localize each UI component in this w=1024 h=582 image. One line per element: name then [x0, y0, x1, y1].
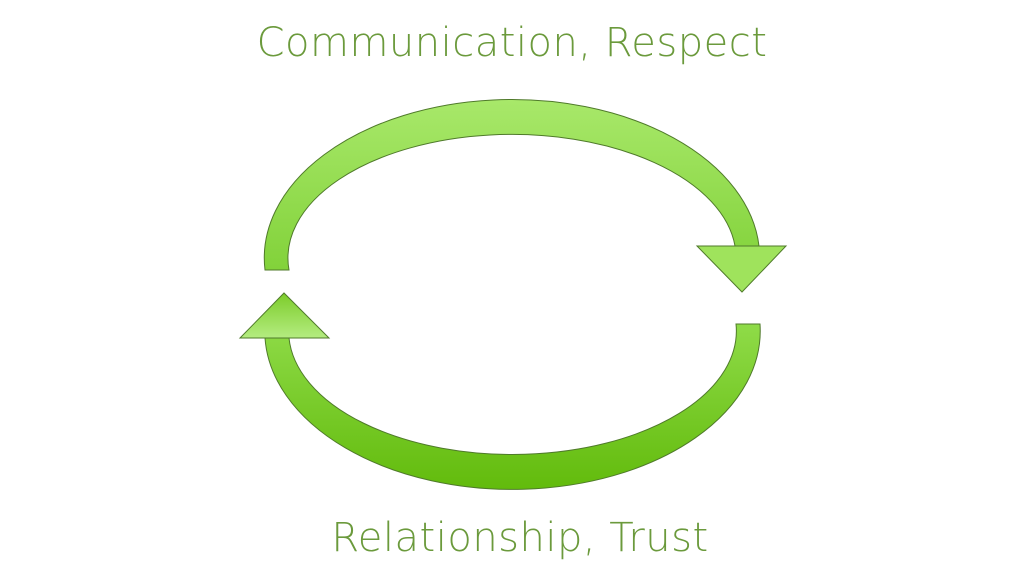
- upper-arrow-head: [695, 245, 788, 293]
- lower-arrow-head: [238, 292, 331, 339]
- top-label: Communication, Respect: [256, 20, 768, 66]
- bottom-label: Relationship, Trust: [331, 515, 709, 561]
- upper-arc-band: [263, 99, 760, 271]
- upper-arrow: [263, 99, 788, 293]
- lower-arc-band: [264, 323, 761, 490]
- lower-arrow: [238, 292, 761, 490]
